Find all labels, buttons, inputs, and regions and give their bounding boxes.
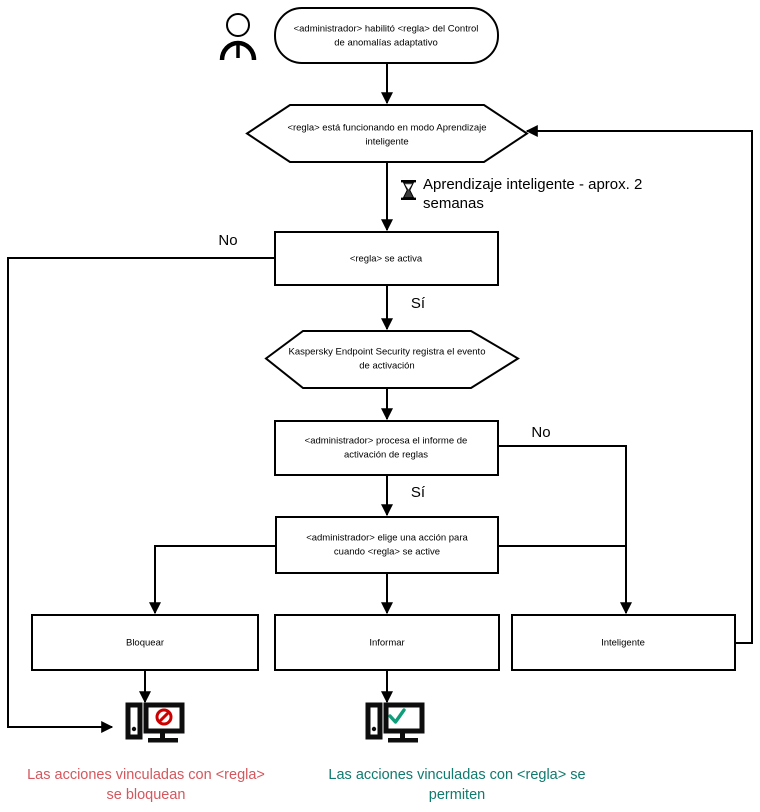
event-logged-shape: [264, 330, 520, 389]
action-inform-label: Informar: [369, 638, 404, 649]
blocked-caption-line1: Las acciones vinculadas con <regla>: [27, 767, 265, 783]
edge-admin-report-no: [498, 445, 632, 615]
edge-label-no-admin-report: No: [531, 424, 550, 441]
action-inform: Informar: [274, 614, 500, 671]
admin-action-line2: cuando <regla> se active: [334, 547, 440, 558]
action-block-label: Bloquear: [126, 638, 164, 649]
smart-training-line2: inteligente: [365, 137, 408, 148]
smart-training-line1: <regla> está funcionando en modo Aprendi…: [287, 123, 486, 134]
rule-triggered-shape: [274, 231, 499, 286]
allowed-caption-line1: Las acciones vinculadas con <regla> se: [328, 767, 585, 783]
hourglass-icon: [401, 180, 416, 200]
admin-chooses-action-decision: <administrador> elige una acción para cu…: [275, 516, 499, 574]
start-event: <administrador> habilitó <regla> del Con…: [274, 7, 499, 64]
start-event-shape: [274, 7, 499, 64]
admin-processes-report-decision: <administrador> procesa el informe de ac…: [274, 420, 499, 476]
edge-rule-triggered-no: [7, 257, 275, 733]
administrator-actor: [219, 13, 257, 61]
allowed-caption-line2: permiten: [429, 787, 485, 803]
smart-training-state: <regla> está funcionando en modo Aprendi…: [245, 104, 529, 163]
edge-label-no-rule-triggered: No: [218, 232, 237, 249]
monitor-allowed-icon: [365, 702, 425, 743]
event-logged-line1: Kaspersky Endpoint Security registra el …: [289, 347, 486, 358]
action-smart-label: Inteligente: [601, 638, 645, 649]
monitor-blocked-icon: [125, 702, 185, 743]
admin-report-line2: activación de reglas: [344, 450, 428, 461]
user-icon-head: [226, 13, 250, 37]
action-inform-shape: [274, 614, 500, 671]
edge-admin-action-to-block: [149, 545, 276, 615]
start-event-line1: <administrador> habilitó <regla> del Con…: [294, 24, 479, 35]
edge-label-yes-admin-report: Sí: [411, 484, 426, 501]
rule-triggered-decision: <regla> se activa: [274, 231, 499, 286]
training-duration-note: Aprendizaje inteligente - aprox. 2 seman…: [401, 176, 642, 212]
action-block-shape: [31, 614, 259, 671]
blocked-caption-line2: se bloquean: [106, 787, 185, 803]
connectors: [7, 63, 753, 733]
action-smart: Inteligente: [511, 614, 736, 671]
start-event-line2: de anomalías adaptativo: [334, 38, 438, 49]
admin-report-line1: <administrador> procesa el informe de: [305, 436, 468, 447]
action-block: Bloquear: [31, 614, 259, 671]
allowed-caption: Las acciones vinculadas con <regla> se p…: [328, 767, 585, 803]
rule-triggered-line1: <regla> se activa: [350, 254, 423, 265]
edge-label-yes-rule-triggered: Sí: [411, 295, 426, 312]
event-logged-line2: de activación: [359, 361, 414, 372]
training-duration-line2: semanas: [423, 195, 484, 212]
blocked-caption: Las acciones vinculadas con <regla> se b…: [27, 767, 265, 803]
action-smart-shape: [511, 614, 736, 671]
training-duration-line1: Aprendizaje inteligente - aprox. 2: [423, 176, 642, 193]
smart-training-shape: [245, 104, 529, 163]
admin-action-line1: <administrador> elige una acción para: [306, 533, 468, 544]
edge-smart-loop-back-to-learning: [525, 125, 753, 644]
admin-action-shape: [275, 516, 499, 574]
admin-report-shape: [274, 420, 499, 476]
event-logged-state: Kaspersky Endpoint Security registra el …: [264, 330, 520, 389]
